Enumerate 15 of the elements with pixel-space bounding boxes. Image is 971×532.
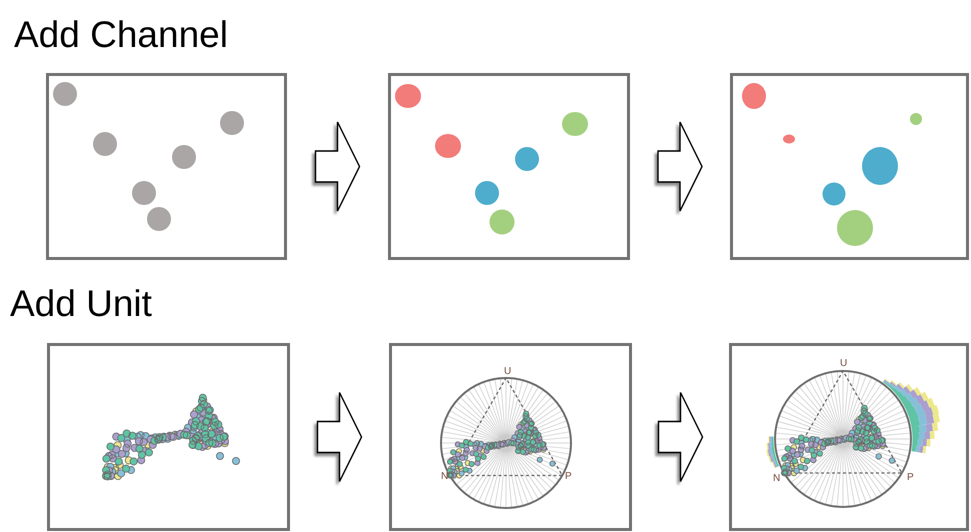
plot-frame: [729, 343, 969, 531]
plot-frame: [47, 343, 290, 531]
block-arrow: [658, 392, 704, 482]
section-heading: Add Channel: [14, 16, 228, 53]
axis-label: N: [773, 474, 780, 484]
plot-frame: [389, 343, 632, 531]
axis-label: P: [907, 473, 914, 483]
block-arrow: [657, 121, 703, 212]
block-arrow: [314, 121, 360, 212]
axis-label: N: [441, 472, 448, 482]
block-arrow: [316, 392, 362, 482]
axis-label: U: [504, 367, 512, 377]
section-heading: Add Unit: [10, 285, 152, 322]
axis-label: P: [565, 472, 572, 482]
axis-label: U: [840, 359, 848, 369]
